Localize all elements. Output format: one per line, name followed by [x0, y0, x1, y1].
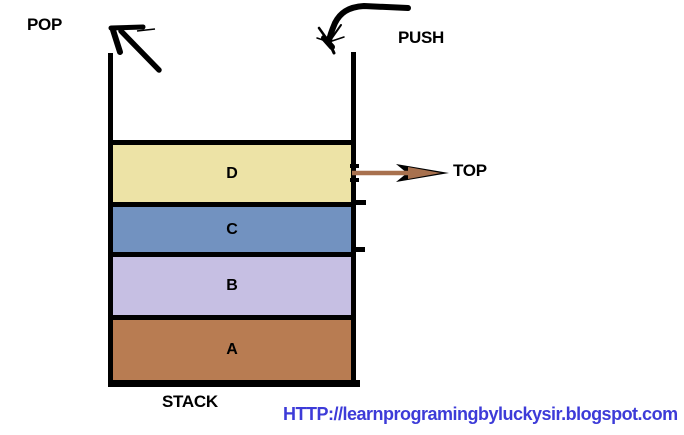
stack-block-c: C	[113, 202, 351, 252]
stack-container-right-wall	[351, 52, 356, 387]
top-label: TOP	[453, 161, 487, 180]
stack-block-label: B	[226, 277, 238, 294]
stack-block-label: C	[226, 220, 238, 238]
push-arrow-icon	[316, 2, 411, 55]
stack-block-d: D	[113, 140, 351, 202]
stack-block-b: B	[113, 252, 351, 315]
stack-block-label: A	[226, 341, 238, 358]
stack-block-a: A	[113, 315, 351, 380]
stack-block-label: D	[226, 164, 238, 182]
divider-overshoot-tick	[355, 247, 365, 252]
pop-label: POP	[27, 15, 63, 34]
push-label: PUSH	[398, 28, 445, 47]
divider-overshoot-tick	[355, 200, 366, 205]
stack-container-bottom	[108, 380, 360, 387]
stack-container-left-wall	[108, 53, 113, 387]
top-arrow-icon	[350, 164, 449, 182]
blog-url-text: HTTP://learnprogramingbyluckysir.blogspo…	[283, 404, 678, 424]
top-arrow-head	[408, 167, 441, 179]
stack-blocks: D C B A	[113, 140, 351, 380]
stack-caption: STACK	[162, 392, 218, 411]
pop-arrow-icon	[108, 24, 162, 73]
